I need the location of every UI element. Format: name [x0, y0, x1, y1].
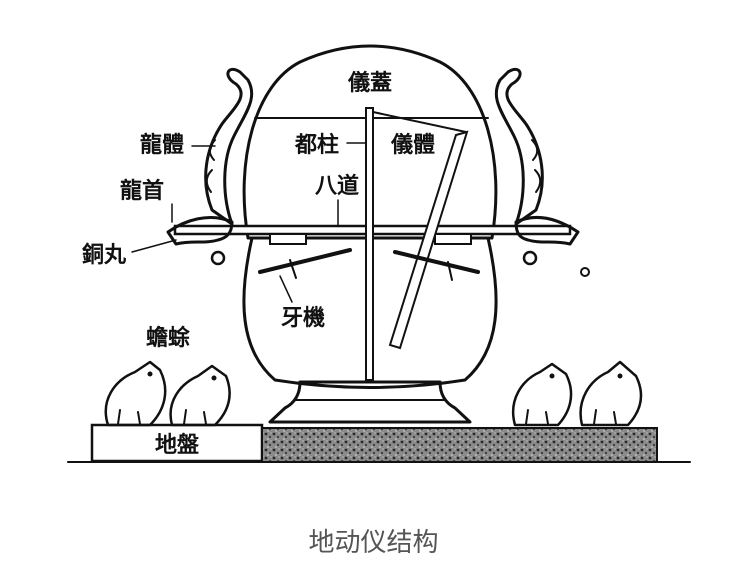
toad-right-1	[512, 362, 573, 427]
label-toad: 蟾蜍	[146, 325, 190, 351]
swing-rod	[388, 130, 469, 350]
label-base-plate: 地盤	[155, 432, 200, 458]
leader-bronze-ball	[131, 239, 177, 253]
label-eight-paths: 八道	[315, 173, 359, 199]
vessel-lid	[242, 44, 498, 240]
toad-left-2	[169, 364, 231, 427]
plate-bracket-right	[434, 233, 472, 245]
central-pillar-shape	[365, 107, 374, 381]
lever-left-pin	[289, 259, 297, 279]
toad-left-1	[104, 360, 167, 427]
dragon-left	[204, 67, 254, 226]
dragon-left-scales	[205, 139, 216, 193]
figure-caption: 地动仪结构	[308, 528, 439, 558]
lever-right	[393, 250, 480, 274]
label-dragon-head: 龍首	[120, 178, 164, 204]
plate-bracket-left	[269, 233, 307, 245]
label-lid: 儀蓋	[347, 70, 392, 96]
dragon-right	[494, 67, 544, 226]
vessel-body	[242, 236, 498, 389]
label-dragon-body: 龍體	[140, 132, 184, 158]
dragon-right-scales	[531, 139, 542, 193]
stone-base	[261, 427, 658, 463]
dragon-head-right	[514, 215, 580, 246]
label-bronze-ball: 銅丸	[82, 242, 127, 268]
dragon-head-left	[166, 215, 234, 246]
bronze-ball-right	[522, 250, 538, 266]
label-tooth-mechanism: 牙機	[281, 306, 325, 331]
bronze-ball-left	[210, 250, 226, 266]
rod-link	[372, 111, 467, 133]
label-central-pillar: 都柱	[294, 133, 339, 158]
lever-right-pin	[447, 261, 453, 281]
pedestal	[268, 380, 472, 424]
label-instrument-body: 儀體	[390, 132, 435, 158]
leader-tooth-mechanism	[279, 275, 293, 303]
falling-ball	[580, 267, 590, 277]
toad-right-2	[579, 360, 643, 427]
lever-left	[258, 248, 352, 274]
